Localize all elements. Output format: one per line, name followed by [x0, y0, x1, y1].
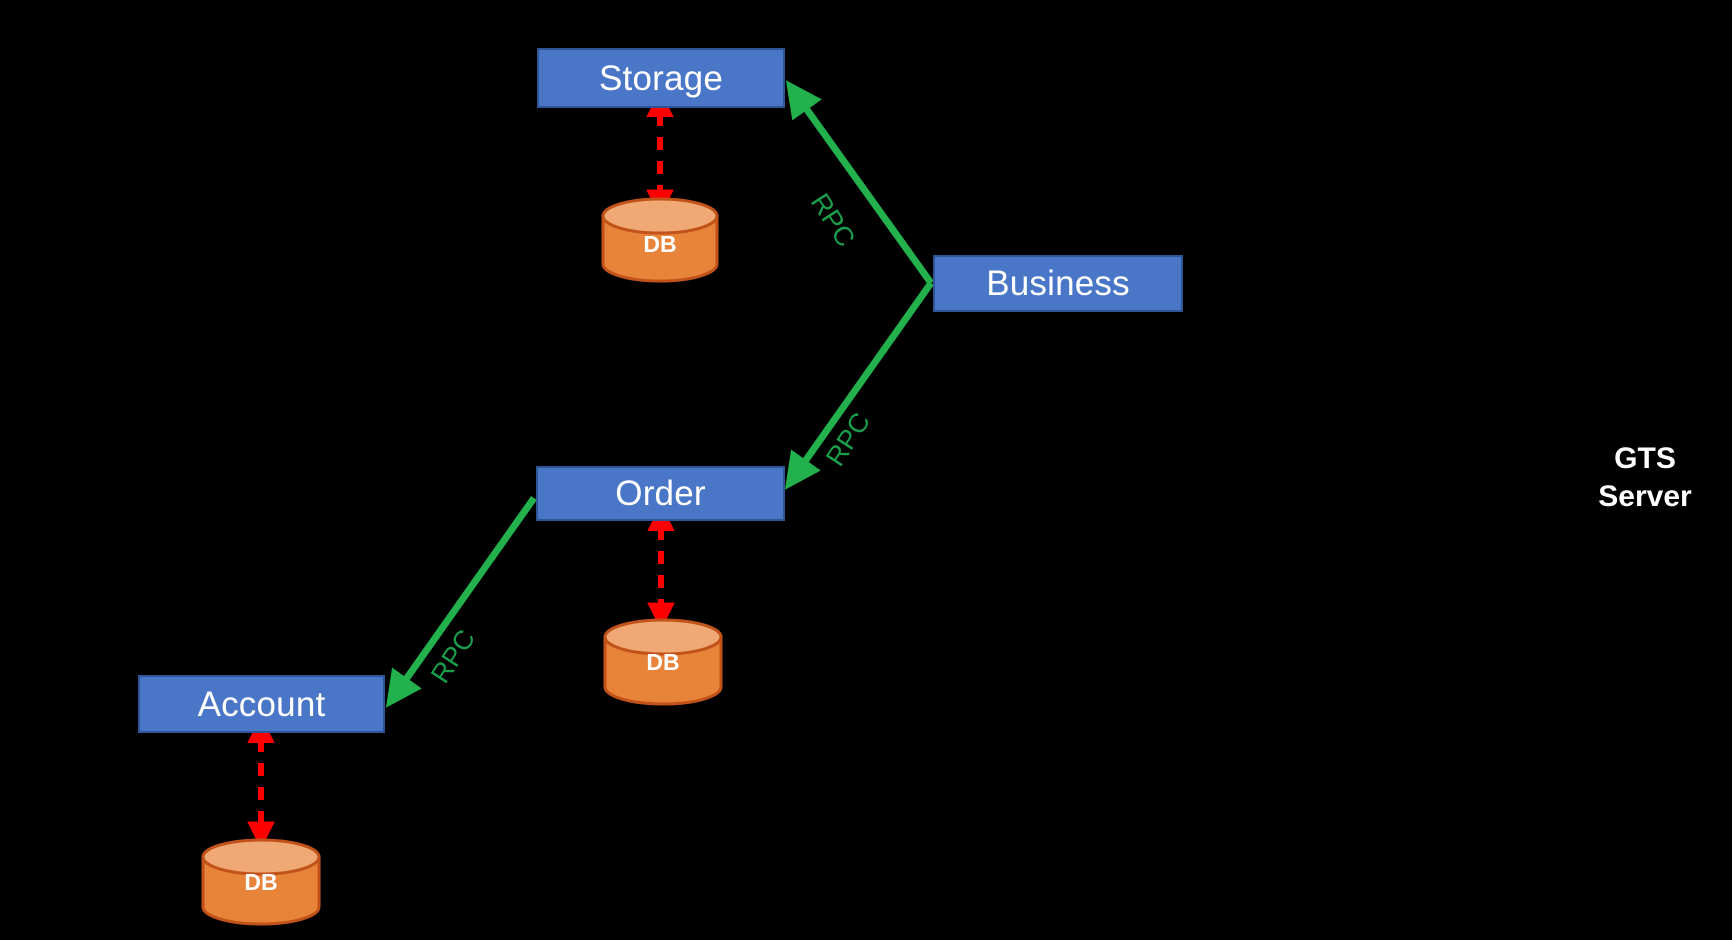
gts-server-title-line1: GTS [1614, 442, 1676, 475]
service-label-business: Business [986, 264, 1130, 303]
database-label-order-db: DB [646, 649, 680, 675]
service-box-storage[interactable]: Storage [537, 48, 785, 108]
rpc-line-order-account [385, 495, 537, 708]
gts-server-title: GTS Server [1555, 440, 1732, 515]
database-label-account-db: DB [244, 869, 278, 895]
service-box-account[interactable]: Account [138, 675, 385, 733]
service-label-account: Account [197, 684, 326, 724]
database-account-db [201, 838, 321, 926]
service-box-business[interactable]: Business [933, 255, 1183, 312]
rpc-line-business-order [784, 280, 934, 490]
service-label-storage: Storage [599, 58, 723, 98]
gts-server-title-line2: Server [1598, 479, 1692, 513]
service-label-order: Order [615, 474, 706, 513]
database-order-db [603, 618, 723, 706]
database-storage-db [601, 197, 719, 283]
rpc-line-business-storage [785, 80, 934, 286]
database-label-storage-db: DB [643, 231, 677, 257]
service-box-order[interactable]: Order [536, 466, 785, 521]
